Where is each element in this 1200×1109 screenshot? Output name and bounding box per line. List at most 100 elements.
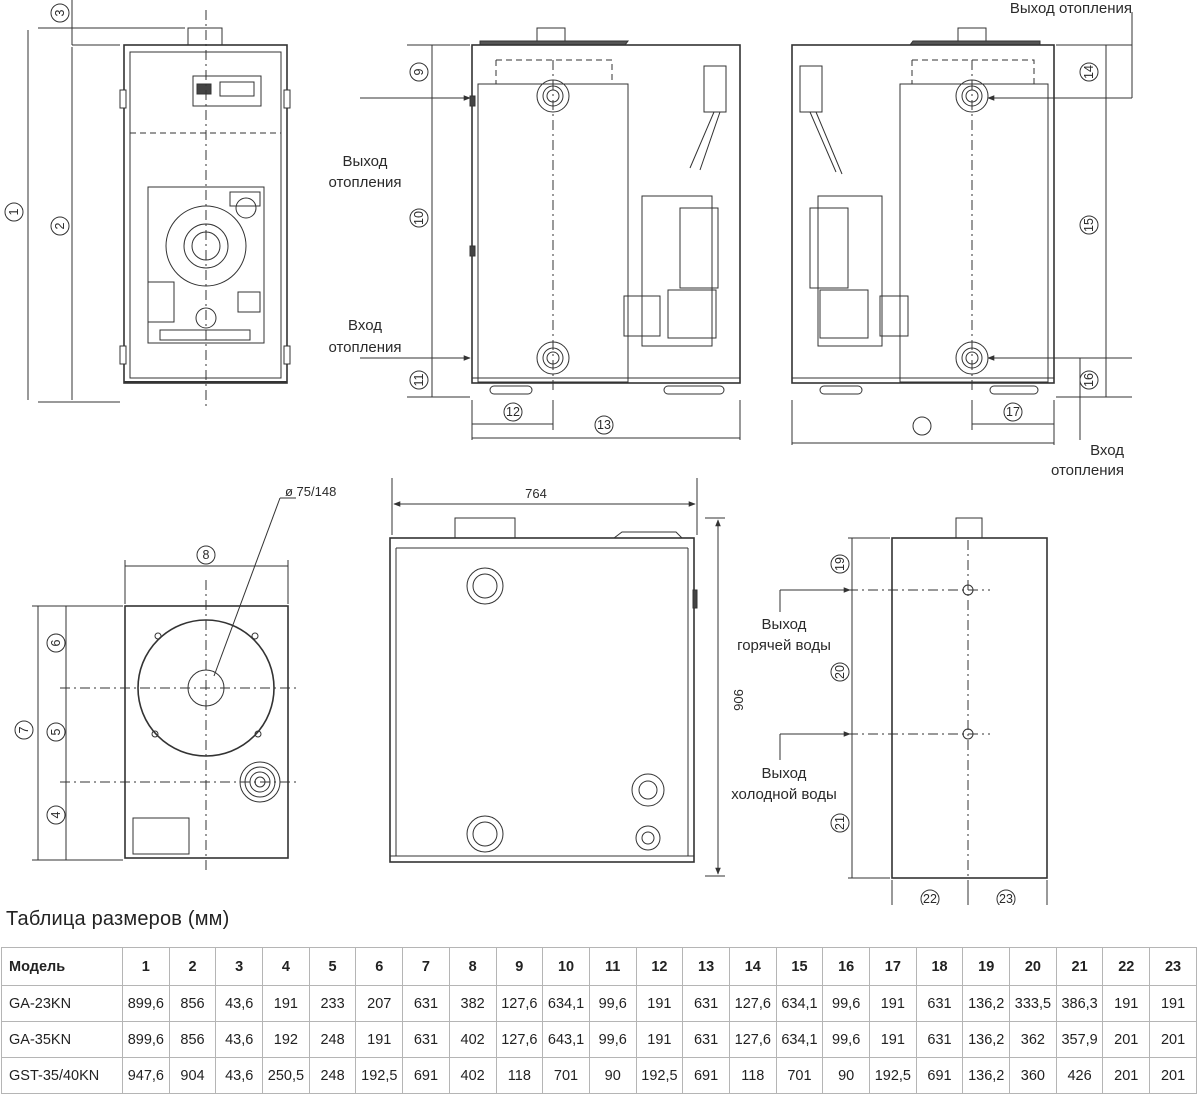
cold-water-label-1: Выход	[762, 765, 807, 782]
header-col-8: 8	[448, 947, 497, 986]
dimension-cell: 191	[635, 985, 684, 1022]
header-col-5: 5	[308, 947, 357, 986]
dimension-cell: 191	[262, 985, 310, 1022]
tank-side-view	[389, 478, 725, 877]
callout-3: 3	[53, 9, 67, 16]
dimension-cell: 333,5	[1009, 985, 1057, 1022]
dimension-cell: 386,3	[1055, 985, 1104, 1022]
callout-9: 9	[412, 68, 426, 75]
dimension-cell: 634,1	[775, 1021, 824, 1058]
callout-11: 11	[412, 373, 426, 386]
dimension-cell: 99,6	[822, 1021, 870, 1058]
dimension-cell: 402	[448, 1021, 497, 1058]
front-view	[27, 0, 291, 410]
flue-diameter-label: ø 75/148	[285, 484, 336, 499]
header-col-13: 13	[682, 947, 730, 986]
dimension-cell: 201	[1149, 1021, 1197, 1058]
dimension-cell: 362	[1009, 1021, 1057, 1058]
header-col-18: 18	[915, 947, 964, 986]
dimension-cell: 192,5	[869, 1057, 917, 1094]
header-col-2: 2	[168, 947, 217, 986]
dimension-cell: 191	[869, 985, 917, 1022]
callout-13: 13	[597, 418, 611, 432]
dimension-cell: 643,1	[542, 1021, 590, 1058]
tank-inlet-port	[466, 815, 504, 853]
callout-12: 12	[506, 405, 520, 419]
dimension-cell: 118	[495, 1057, 544, 1094]
dimension-cell: 201	[1149, 1057, 1197, 1094]
right-outlet-label: Выход отопления	[1010, 0, 1132, 17]
header-col-6: 6	[355, 947, 404, 986]
right-inlet-label-1: Вход	[1090, 442, 1124, 459]
dimension-cell: 631	[915, 1021, 964, 1058]
header-col-17: 17	[869, 947, 917, 986]
dimension-cell: 691	[915, 1057, 964, 1094]
header-col-10: 10	[542, 947, 590, 986]
dimension-cell: 899,6	[122, 1021, 170, 1058]
control-panel	[192, 75, 262, 107]
dimension-cell: 248	[308, 1057, 357, 1094]
header-col-3: 3	[215, 947, 264, 986]
dimension-cell: 947,6	[122, 1057, 170, 1094]
dimension-cell: 904	[168, 1057, 217, 1094]
tank-front-view	[779, 517, 1048, 905]
side-left-view	[360, 27, 741, 440]
dimension-cell: 192,5	[635, 1057, 684, 1094]
dimension-cell: 856	[168, 985, 217, 1022]
dimension-cell: 856	[168, 1021, 217, 1058]
callout-5: 5	[49, 728, 63, 735]
left-outlet-label-2: отопления	[328, 174, 401, 191]
header-col-16: 16	[822, 947, 870, 986]
dimension-cell: 402	[448, 1057, 497, 1094]
callout-6: 6	[49, 639, 63, 646]
header-col-15: 15	[775, 947, 824, 986]
dimension-cell: 127,6	[495, 1021, 544, 1058]
tank-width-label: 764	[525, 486, 547, 501]
dimension-cell: 90	[822, 1057, 870, 1094]
dimension-cell: 43,6	[215, 985, 264, 1022]
left-inlet-label-1: Вход	[348, 317, 382, 334]
dimension-cell: 192	[262, 1021, 310, 1058]
tank-outlet-port	[466, 567, 504, 605]
header-col-22: 22	[1102, 947, 1151, 986]
callout-8: 8	[203, 548, 210, 562]
dimension-cell: 136,2	[962, 1057, 1011, 1094]
callout-23: 23	[999, 892, 1013, 905]
callout-4: 4	[49, 811, 63, 818]
dimension-cell: 360	[1009, 1057, 1057, 1094]
callout-15: 15	[1082, 218, 1096, 232]
dimension-cell: 634,1	[542, 985, 590, 1022]
dimension-cell: 99,6	[822, 985, 870, 1022]
callout-2: 2	[53, 222, 67, 229]
dimension-cell: 631	[402, 985, 450, 1022]
dimension-cell: 118	[728, 1057, 777, 1094]
dimension-cell: 248	[308, 1021, 357, 1058]
dimension-cell: 192,5	[355, 1057, 404, 1094]
left-inlet-label-2: отопления	[328, 339, 401, 356]
dimension-cell: 191	[869, 1021, 917, 1058]
dimension-cell: 191	[355, 1021, 404, 1058]
callout-22: 22	[923, 892, 937, 905]
dimension-cell: 90	[588, 1057, 637, 1094]
callout-17: 17	[1006, 405, 1020, 419]
dimension-cell: 233	[308, 985, 357, 1022]
dimension-cell: 201	[1102, 1021, 1151, 1058]
header-col-19: 19	[962, 947, 1011, 986]
dimension-cell: 191	[1102, 985, 1151, 1022]
dimension-cell: 691	[682, 1057, 730, 1094]
dimension-cell: 127,6	[728, 1021, 777, 1058]
header-col-20: 20	[1009, 947, 1057, 986]
dimension-cell: 701	[542, 1057, 590, 1094]
dimension-cell: 43,6	[215, 1021, 264, 1058]
dimension-cell: 631	[402, 1021, 450, 1058]
callout-19: 19	[833, 557, 847, 571]
model-name-cell: GST-35/40KN	[1, 1057, 123, 1094]
dimension-cell: 899,6	[122, 985, 170, 1022]
header-col-12: 12	[635, 947, 684, 986]
dimension-cell: 357,9	[1055, 1021, 1104, 1058]
